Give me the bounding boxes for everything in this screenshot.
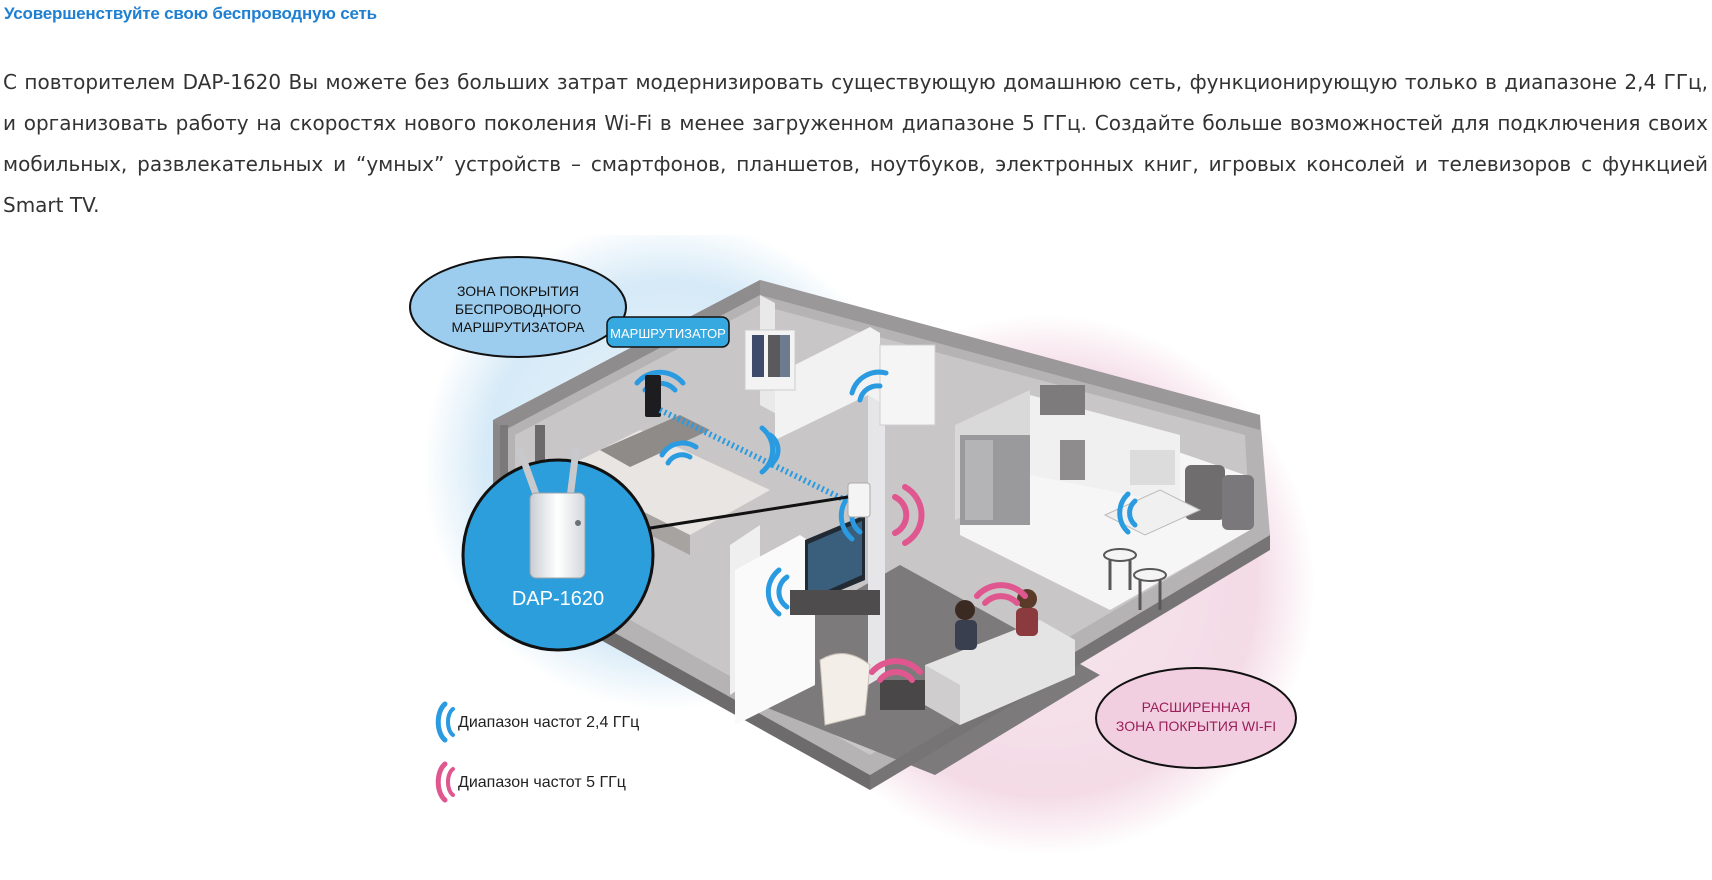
intro-paragraph: С повторителем DAP-1620 Вы можете без бо… [3,70,1708,217]
router-zone-line-3: МАРШРУТИЗАТОРА [452,319,586,335]
extended-zone-bubble: РАСШИРЕННАЯ ЗОНА ПОКРЫТИЯ WI-FI [1095,667,1297,769]
wifi-24ghz-icon [435,701,448,743]
router-zone-line-2: БЕСПРОВОДНОГО [455,301,581,317]
legend-item-5ghz: Диапазон частот 5 ГГц [435,761,626,803]
dap1620-zoom-callout: DAP-1620 [461,446,655,652]
extended-zone-line-1: РАСШИРЕННАЯ [1142,699,1251,715]
legend-label-5ghz: Диапазон частот 5 ГГц [458,774,626,791]
legend-label-24ghz: Диапазон частот 2,4 ГГц [458,714,639,731]
router-zone-line-1: ЗОНА ПОКРЫТИЯ [457,283,579,299]
legend: Диапазон частот 2,4 ГГц Диапазон частот … [435,701,639,803]
extended-zone-line-2: ЗОНА ПОКРЫТИЯ WI-FI [1116,718,1276,734]
coverage-diagram: DAP-1620 ЗОНА ПОКРЫТИЯ БЕСПРОВОДНОГО МАР… [0,235,1712,880]
device-label: DAP-1620 [512,588,604,610]
router-label: МАРШРУТИЗАТОР [610,326,726,341]
router-zone-bubble: ЗОНА ПОКРЫТИЯ БЕСПРОВОДНОГО МАРШРУТИЗАТО… [409,256,627,358]
legend-item-24ghz: Диапазон частот 2,4 ГГц [435,701,639,743]
router-tag: МАРШРУТИЗАТОР [606,316,730,348]
section-title: Усовершенствуйте свою беспроводную сеть [4,4,377,23]
wifi-5ghz-icon [435,761,448,803]
